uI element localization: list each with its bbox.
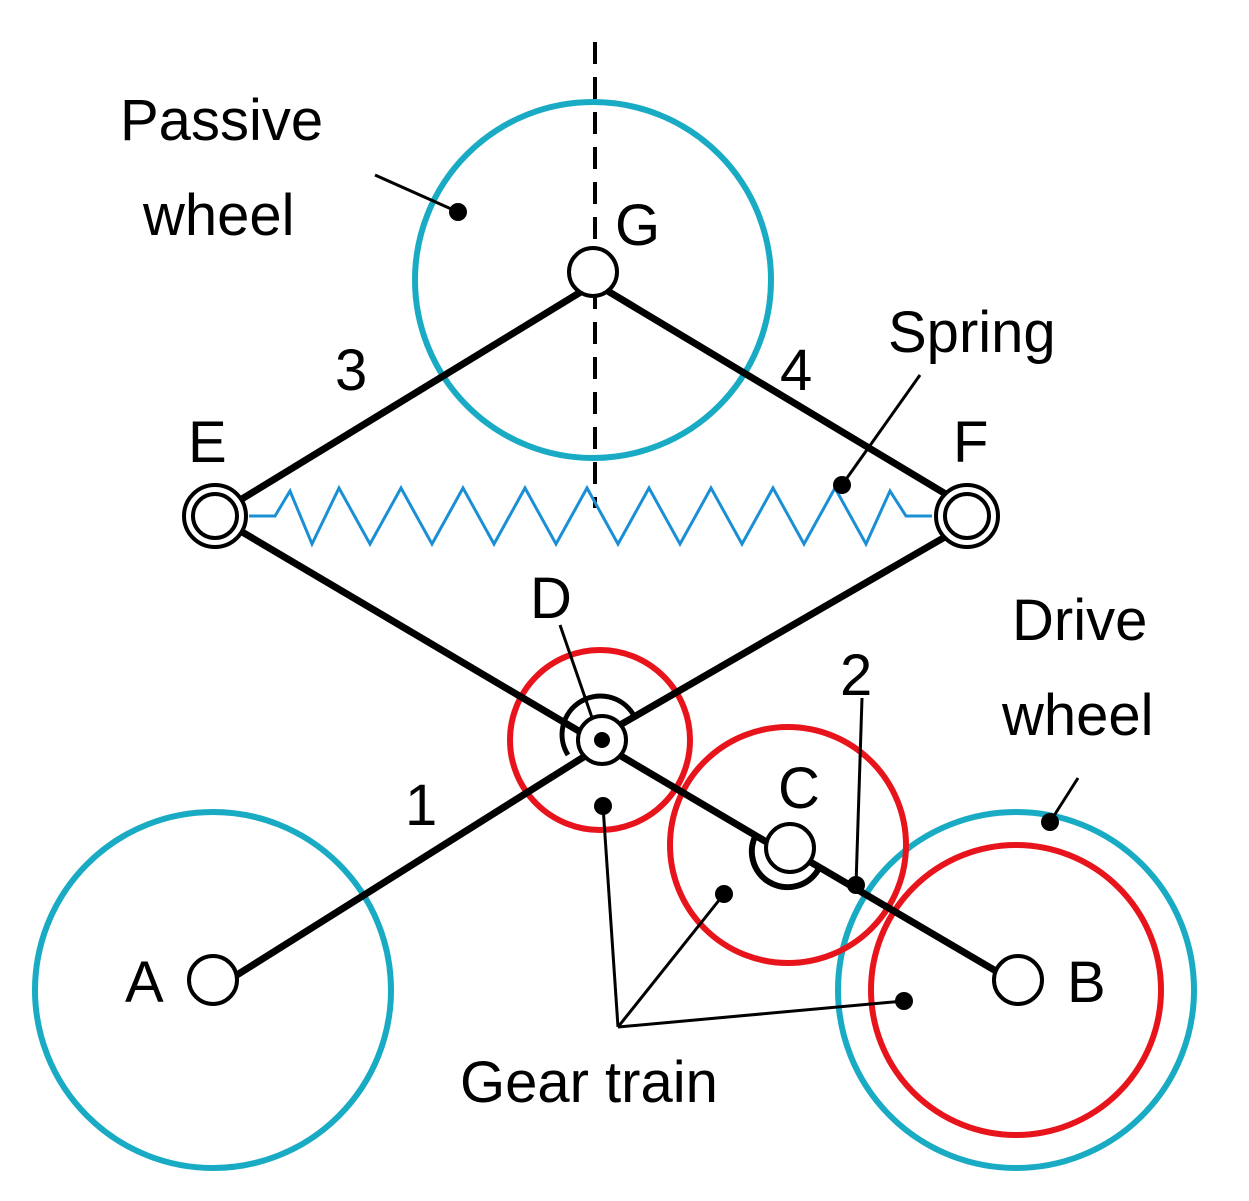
gear-b [868, 842, 1164, 1138]
leader-dot-spring [833, 476, 851, 494]
leader-link-2 [854, 697, 864, 886]
drive-wheel [835, 809, 1197, 1171]
link-4 [604, 286, 966, 509]
joint-label-e: E [188, 410, 227, 475]
link-label-3: 3 [335, 338, 367, 403]
joint-label-a: A [125, 950, 164, 1015]
gear-d [507, 647, 693, 833]
leader-gear-train-c [616, 893, 726, 1028]
joint-label-c: C [778, 756, 820, 821]
passive-wheel [412, 99, 774, 461]
joint-e [182, 483, 248, 549]
joint-b [992, 954, 1044, 1006]
passive-wheel-label-line2: wheel [142, 183, 295, 248]
leader-gear-train-b [617, 999, 905, 1029]
link-label-1: 1 [405, 773, 437, 838]
link-1 [211, 745, 600, 993]
joint-d [559, 693, 636, 766]
joint-label-d: D [530, 566, 572, 631]
leader-dot-link-2 [847, 876, 865, 894]
link-f-to-d [618, 522, 966, 729]
leader-dot-passive-wheel [449, 203, 467, 221]
joint-f [934, 483, 1000, 549]
drive-wheel-label-line1: Drive [1012, 588, 1147, 653]
joint-g [567, 246, 619, 298]
leader-dot-gear-b [895, 992, 913, 1010]
leader-passive-wheel [374, 173, 459, 214]
leader-spring [840, 374, 922, 486]
link-3 [230, 287, 586, 508]
spring-label: Spring [888, 300, 1056, 365]
gear-train-label: Gear train [460, 1050, 718, 1115]
joint-a [187, 954, 239, 1006]
gear-c [667, 724, 909, 966]
left-wheel [32, 809, 394, 1171]
drive-wheel-label-line2: wheel [1001, 683, 1154, 748]
link-label-4: 4 [780, 338, 812, 403]
leader-gear-train-d [601, 805, 620, 1028]
link-2 [788, 846, 1020, 988]
link-e-to-d [230, 522, 782, 854]
leader-dot-gear-d [594, 797, 612, 815]
link-label-2: 2 [840, 643, 872, 708]
passive-wheel-label-line1: Passive [120, 88, 323, 153]
joint-c [748, 822, 821, 891]
joint-label-b: B [1067, 950, 1106, 1015]
spring [249, 484, 932, 548]
leader-dot-gear-c [715, 885, 733, 903]
leader-dot-drive-wheel [1041, 813, 1059, 831]
joint-label-g: G [615, 193, 660, 258]
joint-label-f: F [953, 410, 988, 475]
